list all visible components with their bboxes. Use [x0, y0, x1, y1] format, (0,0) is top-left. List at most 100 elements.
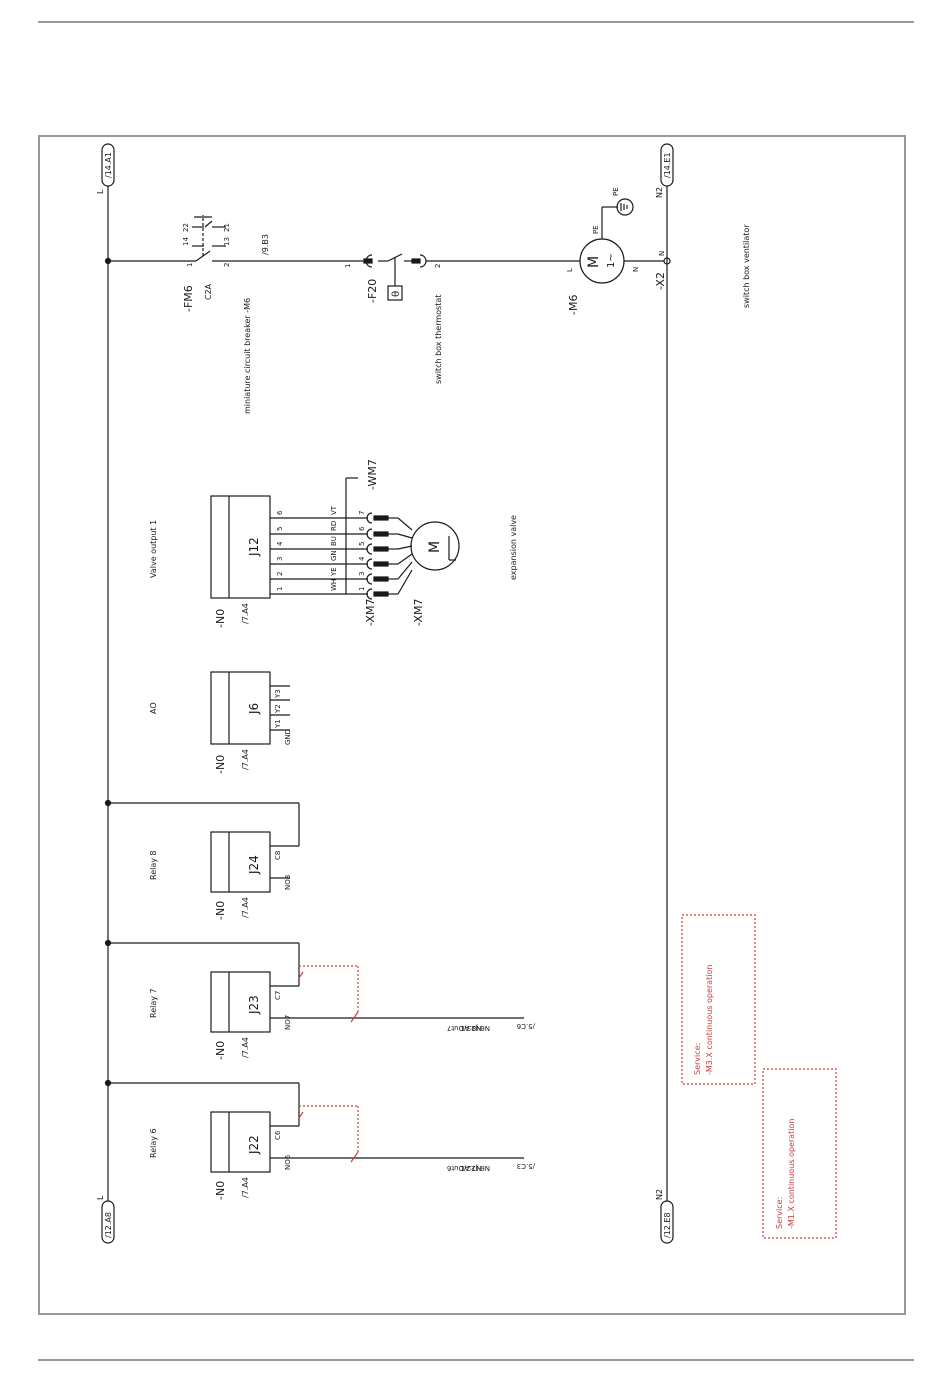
j24-ref: /7.A4 [241, 897, 250, 918]
j12-wire-color: YE [330, 567, 338, 577]
f20-thermostat: θ 1 2 -F20 switch box thermostat [344, 253, 443, 384]
j22-no6: NO6 [284, 1154, 292, 1170]
bottom-rule [38, 1359, 914, 1361]
service-note-m3-text: -M3.X continuous operation [705, 965, 714, 1075]
j24-no8: NO8 [284, 875, 292, 890]
service-note-m1-title: Service: [775, 1197, 784, 1229]
fm6-pin-1: 1 [186, 263, 194, 267]
x2-terminal: N -X2 [654, 251, 667, 290]
j22-out-2: N0-J22/Out6 [446, 1164, 490, 1172]
f20-tag: -F20 [366, 279, 379, 303]
f20-pin-1: 1 [344, 264, 352, 268]
service-note-m1-text: -M1.X continuous operation [787, 1119, 796, 1229]
n2-bottom-ref: /12.E8 [663, 1212, 672, 1238]
f20-theta: θ [391, 291, 402, 297]
j22-out-ref: /5.C3 [517, 1162, 535, 1170]
x2-tag: -X2 [654, 272, 667, 290]
m6-tag: -M6 [567, 295, 580, 315]
expansion-valve-m: M [427, 541, 443, 553]
j12-name: J12 [247, 537, 261, 557]
j12-pin-number: 1 [276, 587, 284, 591]
j22-out-1: -N7:A1 [460, 1164, 484, 1172]
j24-label: Relay 8 [149, 850, 158, 880]
j12-pin-number: 5 [276, 527, 284, 531]
j12-label: Valve output 1 [149, 520, 158, 578]
j24-c: C8 [274, 851, 282, 860]
n2-bottom-label: N2 [655, 1189, 664, 1200]
j12-block: J12 Valve output 1 -N0 /7.A4 [149, 495, 271, 628]
j12-wire-color: VT [330, 505, 338, 515]
fm6-ref: /9.B3 [261, 234, 270, 255]
j12-pin-number: 4 [276, 541, 284, 546]
j23-label: Relay 7 [149, 988, 158, 1018]
xm7-pin [373, 576, 389, 582]
xm7-pin-number: 1 [358, 587, 366, 591]
service-note-m3-title: Service: [693, 1043, 702, 1075]
m6-motor: M 1~ L N PE PE -M6 switch box ventilator [566, 187, 751, 315]
service-note-m1: Service: -M1.X continuous operation [762, 1068, 837, 1239]
j23-ref: /7.A4 [241, 1037, 250, 1058]
l-top-label: L [96, 189, 105, 194]
j23-block: J23 Relay 7 -N0 /7.A4 C7 NO7 -N8:A1 N0-J… [108, 942, 535, 1060]
j22-c: C6 [274, 1130, 282, 1140]
j23-service-bypass [298, 965, 359, 1023]
xm7-tag-a: -XM7 [364, 599, 377, 626]
xm7-pin-number: 4 [358, 556, 366, 561]
wm7-tag: -WM7 [366, 459, 379, 490]
valve-lead [397, 517, 413, 531]
expansion-valve-motor: M expansion valve [410, 515, 518, 580]
j12-pin-number: 6 [276, 510, 284, 515]
l-bottom-ref: /12.A8 [104, 1212, 113, 1238]
valve-lead [397, 545, 413, 550]
xm7-pin-number: 6 [358, 526, 366, 531]
xm7-pin [373, 531, 389, 537]
j22-name: J22 [247, 1135, 261, 1155]
j22-ref: /7.A4 [241, 1177, 250, 1198]
f20-desc: switch box thermostat [434, 295, 443, 384]
j22-service-bypass [298, 1105, 359, 1163]
xm7-connector: -WM7 -XM7 -XM7 [345, 459, 425, 626]
j6-no: -N0 [214, 755, 227, 774]
m6-m: M [586, 256, 602, 268]
fm6-pin-2: 2 [223, 263, 231, 267]
l-top-ref: /14.A1 [104, 152, 113, 178]
j23-name: J23 [247, 995, 261, 1015]
j6-pin-y3: Y3 [274, 689, 282, 699]
fm6-pin-22: 22 [182, 223, 190, 232]
fm6-pin-14: 14 [182, 237, 190, 246]
j22-block: J22 Relay 6 -N0 /7.A4 C6 NO6 -N7:A1 N0-J… [108, 1082, 535, 1200]
expansion-valve-desc: expansion valve [509, 515, 518, 580]
m6-phase: 1~ [606, 253, 617, 268]
xm7-pin [373, 561, 389, 567]
l-rail: /14.A1 /12.A8 L L [96, 143, 115, 1244]
j6-block: J6 AO -N0 /7.A4 Y3 Y2 Y1 GND [149, 671, 292, 774]
j12-pin-number: 2 [276, 572, 284, 576]
l-bottom-label: L [96, 1195, 105, 1200]
valve-lead [397, 533, 413, 539]
valve-lead [397, 569, 413, 595]
xm7-pin [373, 591, 389, 597]
top-rule [38, 21, 914, 23]
m6-pe: PE [592, 225, 600, 234]
j22-no: -N0 [214, 1181, 227, 1200]
fm6-breaker: 1 2 13 14 21 22 /9.B3 -FM6 C2A miniature… [182, 215, 270, 414]
j23-c: C7 [274, 991, 282, 1000]
f20-pin-2: 2 [434, 264, 442, 268]
m6-l: L [566, 268, 574, 272]
service-note-m3: Service: -M3.X continuous operation [681, 914, 756, 1085]
fm6-rating: C2A [204, 283, 213, 300]
j12-no: -N0 [214, 609, 227, 628]
j23-out-2: N0-J23/Out7 [447, 1024, 490, 1032]
valve-lead [397, 553, 413, 565]
n2-rail: /14.E1 /12.E8 N2 N2 [655, 143, 674, 1244]
j12-wire-color: BU [330, 536, 338, 546]
j24-no: -N0 [214, 901, 227, 920]
valve-lead [397, 561, 413, 580]
j23-no: -N0 [214, 1041, 227, 1060]
xm7-pin-number: 3 [358, 572, 366, 576]
j6-name: J6 [247, 703, 261, 715]
xm7-tag-b: -XM7 [412, 599, 425, 626]
j12-wire-color: RD [330, 521, 338, 531]
j23-no7: NO7 [284, 1015, 292, 1030]
